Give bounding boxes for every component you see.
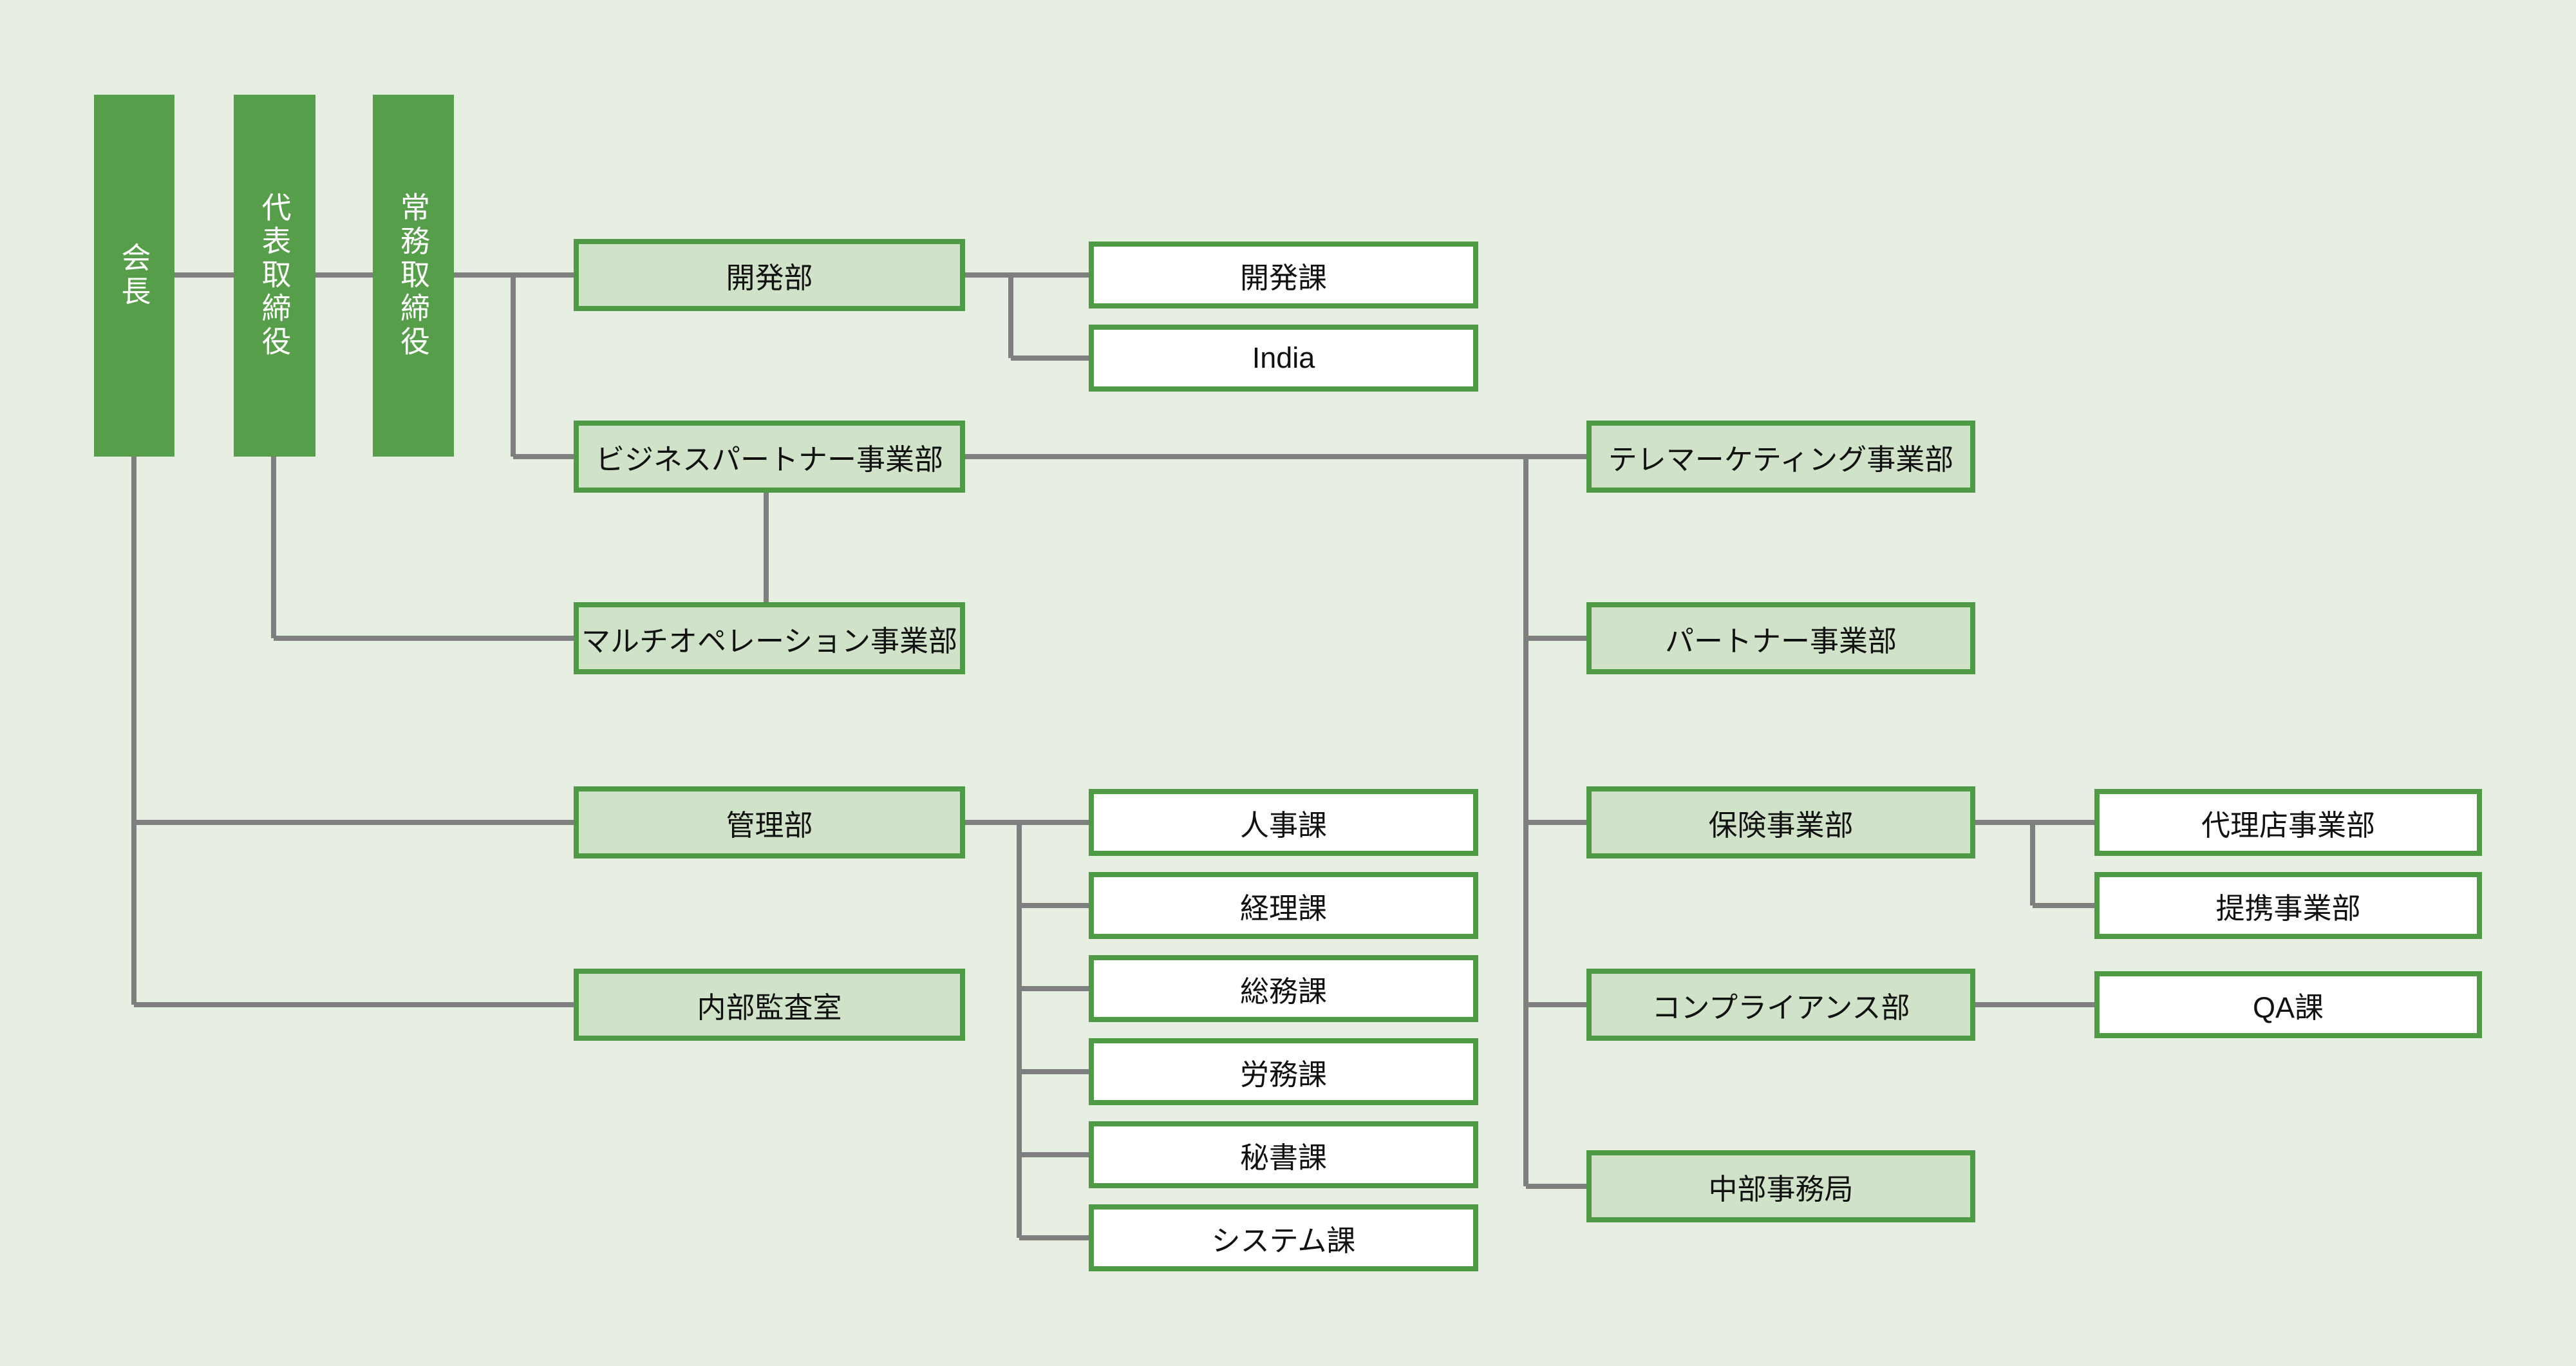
- connector-path: [131, 272, 2094, 1240]
- node-development-section: 開発課: [1089, 242, 1478, 308]
- node-alliance-division: 提携事業部: [2094, 872, 2482, 939]
- node-multi-operation-division: マルチオペレーション事業部: [574, 602, 965, 674]
- node-qa-section: QA課: [2094, 971, 2482, 1038]
- node-telemarketing-division: テレマーケティング事業部: [1586, 421, 1975, 493]
- bar-chairman: 会長: [94, 95, 174, 457]
- node-admin-dept: 管理部: [574, 786, 965, 858]
- node-compliance-dept: コンプライアンス部: [1586, 969, 1975, 1041]
- node-system-section: システム課: [1089, 1204, 1478, 1271]
- node-hr-section: 人事課: [1089, 789, 1478, 856]
- node-general-affairs-section: 総務課: [1089, 955, 1478, 1022]
- node-insurance-division: 保険事業部: [1586, 786, 1975, 858]
- node-chubu-office: 中部事務局: [1586, 1150, 1975, 1222]
- node-business-partner-division: ビジネスパートナー事業部: [574, 421, 965, 493]
- node-secretary-section: 秘書課: [1089, 1121, 1478, 1188]
- node-labor-section: 労務課: [1089, 1038, 1478, 1105]
- bar-representative-director: 代表取締役: [234, 95, 315, 457]
- node-development-dept: 開発部: [574, 239, 965, 311]
- node-partner-division: パートナー事業部: [1586, 602, 1975, 674]
- node-agency-division: 代理店事業部: [2094, 789, 2482, 856]
- node-india: India: [1089, 325, 1478, 392]
- bar-managing-director: 常務取締役: [373, 95, 454, 457]
- node-accounting-section: 経理課: [1089, 872, 1478, 939]
- node-internal-audit-office: 内部監査室: [574, 969, 965, 1041]
